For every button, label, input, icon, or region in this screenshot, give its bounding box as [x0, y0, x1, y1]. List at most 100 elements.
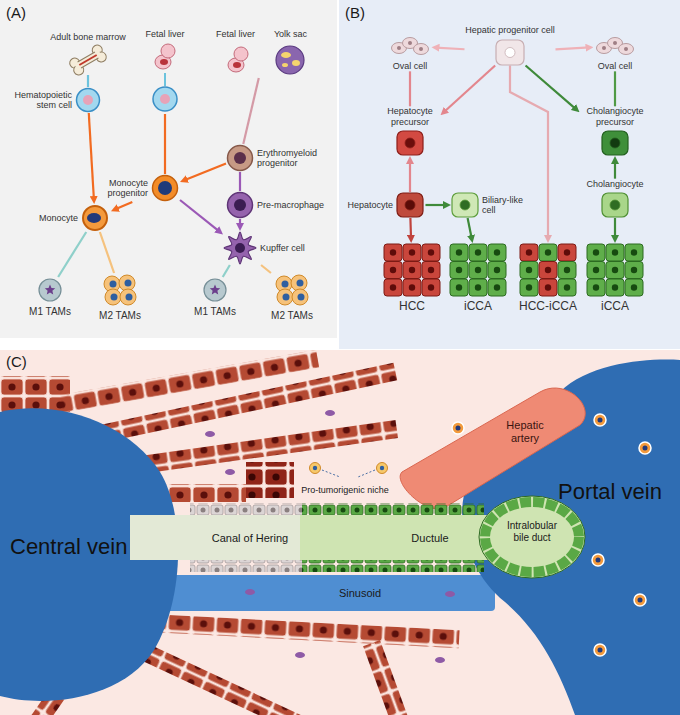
- cell-label: Oval cell: [598, 61, 633, 71]
- monocyte-group: [452, 414, 651, 656]
- cell-nucleus: [419, 47, 423, 51]
- cell-icon: [396, 192, 424, 218]
- cell-drawing: [228, 46, 304, 74]
- yolk-sac: [276, 46, 304, 74]
- cell-drawing: [397, 193, 423, 217]
- cell-icon: [66, 45, 110, 75]
- tumor-nucleus: [390, 249, 396, 255]
- fetus-icon: [155, 44, 175, 69]
- hepatocyte-plate: [363, 640, 414, 715]
- tam-nucleus: [380, 466, 384, 470]
- tumor-nucleus: [526, 249, 532, 255]
- tumor-nucleus: [409, 267, 415, 273]
- cell-drawing: [228, 193, 253, 218]
- tumor-nucleus: [631, 284, 637, 290]
- cell-nucleus: [234, 152, 246, 164]
- cell-label: Fetal liver: [208, 29, 263, 39]
- structure-label: Sinusoid: [339, 587, 381, 600]
- structure-label: Intralobular bile duct: [501, 520, 563, 543]
- cell-drawing: [397, 131, 423, 155]
- monocyte-nucleus: [598, 648, 603, 653]
- kupffer-cell: [435, 657, 445, 663]
- cell-label: iCCA: [464, 300, 492, 314]
- yolk-texture: [292, 60, 300, 66]
- tumor-cell: [625, 262, 643, 279]
- tumor-nucleus: [545, 284, 551, 290]
- cell-icon: [519, 243, 577, 297]
- tumor-cell: [488, 244, 506, 261]
- monocyte: [634, 594, 646, 606]
- cell-node: Adult bone marrow: [50, 32, 127, 75]
- ductule-lining: [302, 503, 484, 515]
- tumor-cell: [587, 244, 605, 261]
- cell-icon: [151, 174, 179, 202]
- tumor-cell: [469, 279, 487, 296]
- monocyte-nucleus: [643, 446, 648, 451]
- cell-label: M2 TAMs: [271, 310, 313, 322]
- cell-nucleus: [87, 213, 101, 223]
- cell-drawing: [224, 232, 256, 264]
- tumor-cell: [539, 262, 557, 279]
- tumor-cell: [488, 262, 506, 279]
- cell-node: Oval cell: [594, 34, 637, 71]
- cell-icon: [273, 273, 311, 307]
- cell-body: [228, 146, 253, 171]
- tumor-cell: [469, 244, 487, 261]
- monocyte-nucleus: [596, 558, 601, 563]
- panel-ground: [0, 0, 337, 338]
- tumor-nucleus: [475, 249, 481, 255]
- tumor-nucleus: [409, 249, 415, 255]
- bile-duct: [479, 496, 585, 578]
- cell-icon: [383, 243, 441, 297]
- cell-nucleus: [282, 281, 289, 288]
- tumor-cell: [520, 279, 538, 296]
- cell-nucleus: [126, 294, 133, 301]
- cell-label: M1 TAMs: [29, 306, 71, 318]
- tumor-cell: [587, 279, 605, 296]
- cell-body: [224, 232, 256, 264]
- tumor-nucleus: [545, 249, 551, 255]
- cell-label: M2 TAMs: [99, 310, 141, 322]
- structure-label: Ductule: [411, 532, 448, 545]
- tumor-cell: [422, 262, 440, 279]
- monocyte: [452, 422, 464, 434]
- bile-duct-lining: [485, 502, 579, 572]
- monocyte: [594, 644, 606, 656]
- tam-nucleus: [313, 466, 317, 470]
- cell-body: [602, 193, 628, 217]
- cell-node: HCC: [383, 243, 442, 314]
- cell-nucleus: [613, 41, 617, 45]
- tumor-cell: [403, 262, 421, 279]
- lineage-connector: [443, 66, 495, 113]
- cell-label: Pre-macrophage: [257, 200, 324, 210]
- lineage-connector: [409, 218, 412, 239]
- tumor-nucleus: [428, 284, 434, 290]
- tumor-nucleus: [456, 284, 462, 290]
- cell-body: [619, 44, 634, 55]
- cell-icon: [586, 243, 644, 297]
- tumor-cell: [450, 262, 468, 279]
- panel-letter: (C): [6, 353, 27, 370]
- tumor-nucleus: [612, 249, 618, 255]
- cell-nucleus: [405, 138, 415, 148]
- tumor-cell: [384, 262, 402, 279]
- cell-node: Hepatic progenitor cell: [465, 25, 556, 65]
- tumor-cell: [384, 244, 402, 261]
- monocyte: [592, 554, 604, 566]
- cell-body: [153, 176, 178, 201]
- cell-label: Cholangiocyte precursor: [580, 106, 650, 127]
- lineage-connector: [239, 172, 241, 191]
- cell-icon: [75, 87, 101, 113]
- tumor-cell: [606, 279, 624, 296]
- cell-nucleus: [158, 181, 172, 195]
- cell-icon: [396, 130, 424, 156]
- tumor-nucleus: [631, 267, 637, 273]
- monocyte: [594, 414, 606, 426]
- cell-drawing: [587, 244, 643, 296]
- cell-drawing: [104, 275, 136, 305]
- tumor-nucleus: [564, 267, 570, 273]
- hepatocyte-plate: [132, 640, 321, 715]
- tumor-cell: [539, 279, 557, 296]
- cell-icon: [451, 192, 479, 218]
